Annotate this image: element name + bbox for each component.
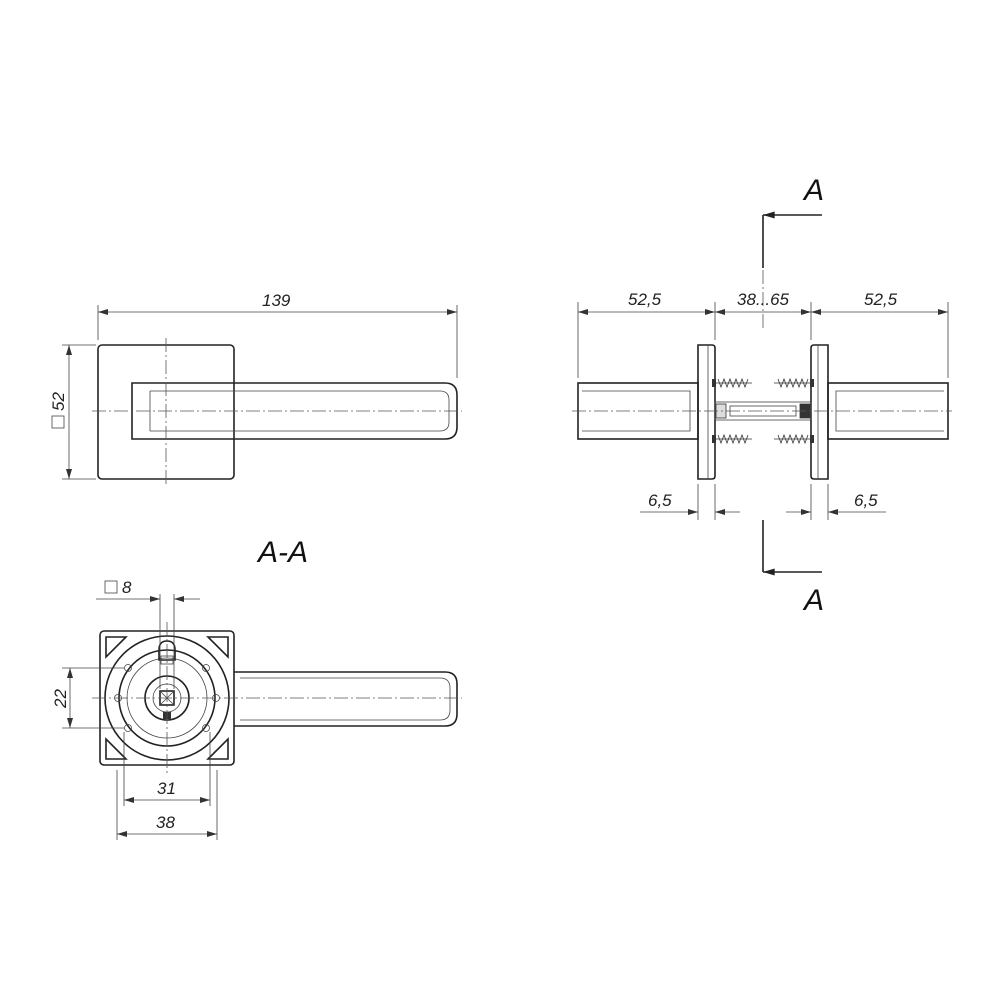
dim-rose-left-label: 6,5 xyxy=(648,491,672,510)
right-rose xyxy=(810,344,829,480)
dim-rose-label: 52 xyxy=(49,392,68,411)
front-view: 139 52 xyxy=(49,291,462,486)
square-symbol-icon xyxy=(51,415,65,429)
lever-outline xyxy=(131,382,458,440)
screw-holes xyxy=(114,664,220,732)
left-rose xyxy=(697,344,716,480)
section-title: A-A xyxy=(256,536,308,569)
dim-left-label: 52,5 xyxy=(628,290,662,309)
dim-spindle-label: 8 xyxy=(122,578,132,597)
dim-middle-label: 38...65 xyxy=(737,290,790,309)
dim-38-label: 38 xyxy=(156,813,175,832)
dim-rose-right-label: 6,5 xyxy=(854,491,878,510)
screws xyxy=(711,377,815,444)
dim-length-label: 139 xyxy=(262,291,291,310)
section-mark-top: A xyxy=(802,174,824,207)
section-lever xyxy=(234,671,458,727)
dim-31-label: 31 xyxy=(157,779,176,798)
square-symbol-icon-2 xyxy=(104,580,118,594)
section-view: A-A xyxy=(51,536,462,840)
side-view: 52,5 38...65 52,5 6,5 6,5 A A xyxy=(572,174,952,617)
dim-height-label: 22 xyxy=(51,689,70,709)
dim-right-label: 52,5 xyxy=(864,290,898,309)
section-mark-bottom: A xyxy=(802,584,824,617)
